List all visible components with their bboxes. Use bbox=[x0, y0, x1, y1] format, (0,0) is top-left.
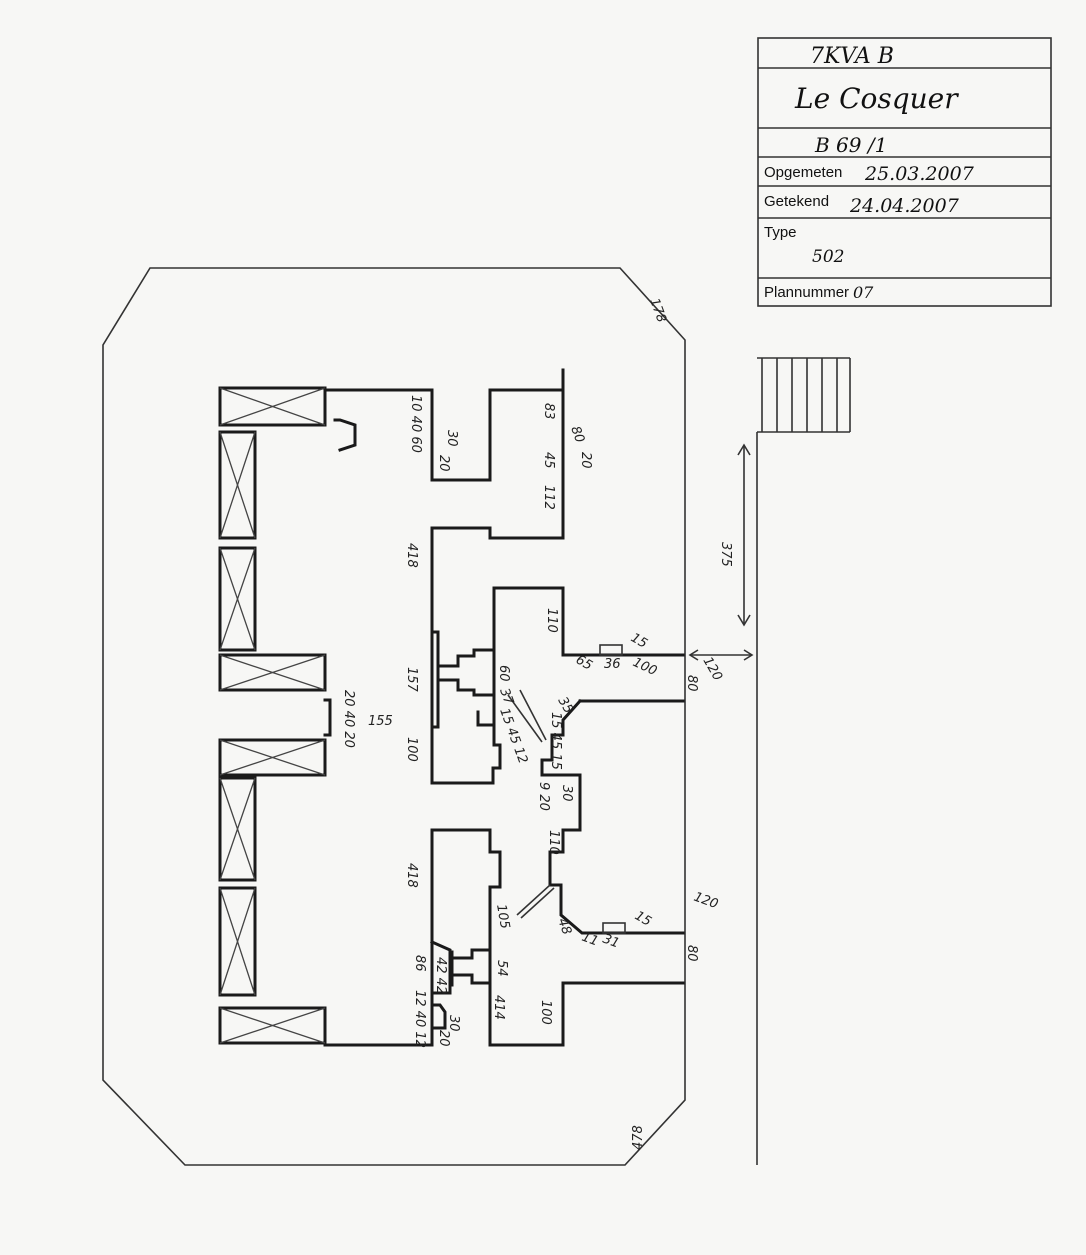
dim-lower-exit-width: 120 bbox=[692, 890, 720, 913]
dim-upper-step-b: 15 45 15 bbox=[548, 712, 563, 770]
dim-lower-b: 48 bbox=[554, 916, 574, 937]
dim-lower-h: 12 40 12 bbox=[412, 990, 427, 1048]
plan-number-value: 07 bbox=[853, 283, 874, 302]
dim-lower-f: 86 bbox=[412, 955, 427, 972]
surveyed-label: Opgemeten bbox=[764, 164, 842, 181]
dim-top-room-niche-right: 80 bbox=[567, 424, 587, 445]
dim-lower-i: 30 bbox=[446, 1015, 461, 1032]
dim-center-a: 9 20 bbox=[536, 782, 551, 811]
dim-top-room-niche: 30 bbox=[444, 430, 459, 447]
dim-lower-left: 418 bbox=[404, 863, 419, 888]
dim-upper-wall-b: 100 bbox=[404, 737, 419, 762]
dim-ramp-length: 375 bbox=[718, 542, 733, 567]
dim-upper-exit-a: 65 bbox=[573, 652, 595, 673]
dim-corridor-upper: 418 bbox=[404, 543, 419, 568]
dim-lower-k: 54 bbox=[494, 960, 509, 977]
dim-lower-g: 42 42 bbox=[433, 957, 448, 994]
dim-lower-e: 15 bbox=[632, 908, 654, 929]
dim-entrance: 155 bbox=[368, 714, 393, 729]
plan-number-label: Plannummer bbox=[764, 284, 849, 301]
dim-outer-bottom-right: 478 bbox=[631, 1125, 646, 1150]
dim-ramp-width: 120 bbox=[700, 655, 725, 684]
dim-top-room-niche-right-b: 20 bbox=[578, 452, 593, 469]
dim-lower-j: 20 bbox=[436, 1030, 451, 1047]
dim-upper-wall-a: 157 bbox=[404, 667, 419, 693]
dim-lower-l: 414 bbox=[491, 995, 506, 1020]
dim-lower-m: 100 bbox=[538, 1000, 553, 1025]
dim-top-room-right-c: 112 bbox=[541, 485, 556, 510]
dim-top-room-left: 10 40 60 bbox=[408, 395, 423, 453]
reference: B 69 /1 bbox=[814, 133, 887, 157]
drawn-label: Getekend bbox=[764, 193, 829, 210]
dim-upper-exit-d: 15 bbox=[628, 630, 650, 651]
dim-top-room-niche-b: 20 bbox=[436, 455, 451, 472]
dim-lower-a: 105 bbox=[493, 903, 512, 930]
staircase bbox=[756, 357, 851, 1165]
dim-lower-c: 11 bbox=[580, 930, 601, 950]
dim-outer-top-right: 178 bbox=[646, 296, 669, 324]
site-code: 7KVA B bbox=[810, 44, 894, 69]
crossed-blocks bbox=[218, 386, 327, 1045]
ramp-arrow bbox=[688, 443, 754, 661]
dim-center-b: 30 bbox=[559, 785, 574, 802]
type-value: 502 bbox=[812, 247, 844, 267]
dim-top-room-right-b: 45 bbox=[541, 452, 556, 469]
dim-entrance-niche: 20 40 20 bbox=[341, 690, 356, 748]
dim-upper-step: 35 bbox=[555, 695, 576, 717]
surveyed-date: 25.03.2007 bbox=[864, 163, 975, 185]
dim-upper-exit-width: 80 bbox=[684, 675, 699, 692]
dim-upper-block-a: 110 bbox=[544, 608, 559, 633]
dim-top-room-right-a: 83 bbox=[541, 403, 556, 420]
bunker-walls bbox=[323, 368, 685, 1047]
type-label: Type bbox=[764, 224, 797, 241]
drawn-date: 24.04.2007 bbox=[849, 195, 960, 217]
site-name: Le Cosquer bbox=[794, 82, 959, 115]
title-block: 7KVA B Le Cosquer B 69 /1 Opgemeten 25.0… bbox=[757, 37, 1052, 307]
dim-upper-exit-b: 36 bbox=[604, 657, 621, 672]
dim-upper-block-c: 37 bbox=[496, 686, 516, 707]
dim-upper-block-b: 60 bbox=[496, 665, 511, 682]
dim-upper-exit-c: 100 bbox=[630, 655, 659, 679]
dim-lower-d: 31 bbox=[601, 932, 622, 952]
dim-center-c: 110 bbox=[546, 830, 561, 855]
outer-boundary bbox=[102, 267, 686, 1166]
dim-lower-exit-b: 80 bbox=[684, 945, 699, 962]
